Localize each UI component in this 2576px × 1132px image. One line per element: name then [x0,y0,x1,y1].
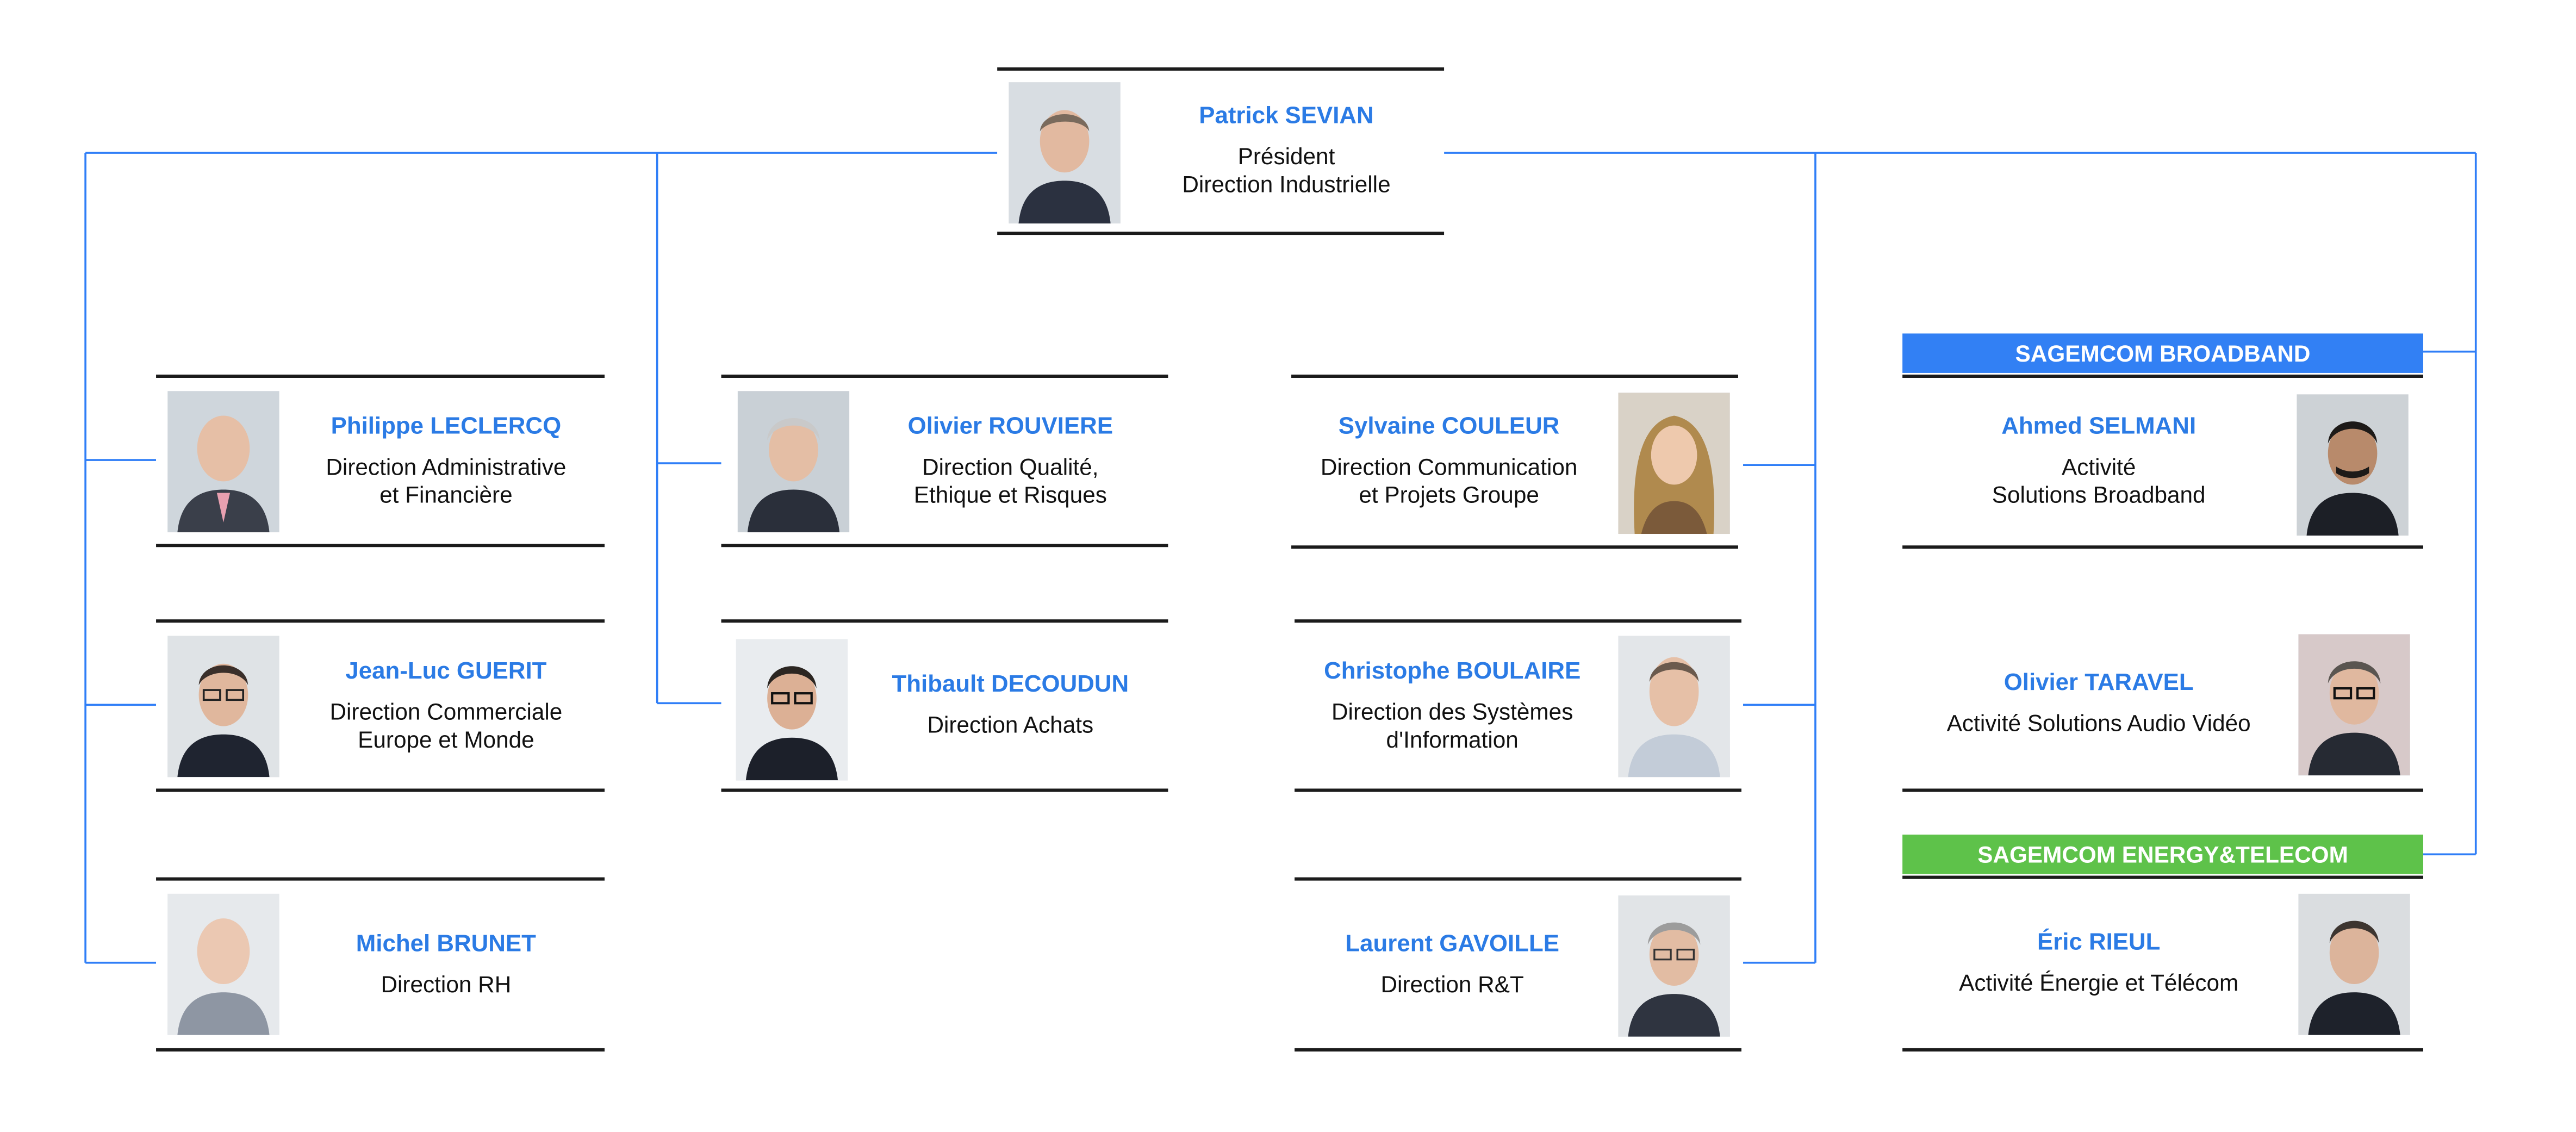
card-boulaire: Christophe BOULAIRE Direction des Systèm… [1295,619,1742,792]
person-role: Direction Commerciale [329,697,563,724]
person-role: et Projets Groupe [1359,481,1539,508]
person-role: Solutions Broadband [1992,481,2206,508]
card-decoudun: Thibault DECOUDUN Direction Achats [721,619,1168,792]
portrait-photo [2298,893,2410,1035]
portrait-photo [167,893,279,1035]
portrait-photo [2298,634,2410,776]
portrait-photo [737,391,850,533]
person-role: et Financière [379,480,513,507]
person-name: Michel BRUNET [356,930,536,957]
person-role: Direction Qualité, [922,452,1099,479]
portrait-photo [736,639,848,781]
person-role: Europe et Monde [358,725,534,752]
portrait-photo [1618,393,1730,534]
portrait-photo [1618,895,1730,1037]
person-role: Ethique et Risques [913,480,1107,507]
person-name: Philippe LECLERCQ [331,413,562,440]
card-brunet: Michel BRUNET Direction RH [156,877,605,1052]
person-role: d'Information [1386,725,1519,752]
person-name: Laurent GAVOILLE [1345,930,1559,957]
person-role: Direction Industrielle [1182,171,1391,197]
person-name: Christophe BOULAIRE [1324,658,1581,685]
person-role: Activité [2062,453,2136,480]
portrait-photo [167,636,279,778]
banner-sagemcom-broadband: SAGEMCOM BROADBAND [1902,333,2424,373]
card-president: Patrick SEVIAN Président Direction Indus… [997,67,1445,235]
card-taravel: Olivier TARAVEL Activité Solutions Audio… [1902,619,2424,792]
portrait-photo [1009,82,1121,223]
card-leclercq: Philippe LECLERCQ Direction Administrati… [156,374,605,548]
person-name: Jean-Luc GUERIT [345,658,547,685]
person-name: Olivier TARAVEL [2003,670,2194,697]
person-role: Direction Achats [927,711,1094,738]
portrait-photo [1618,636,1730,778]
person-role: Direction Administrative [326,452,567,479]
person-role: Direction R&T [1380,970,1524,997]
person-name: Ahmed SELMANI [2001,414,2197,440]
card-rieul: Éric RIEUL Activité Énergie et Télécom [1902,875,2424,1052]
person-name: Éric RIEUL [2037,930,2161,956]
person-name: Thibault DECOUDUN [892,671,1129,699]
person-name: Olivier ROUVIERE [907,413,1113,440]
card-couleur: Sylvaine COULEUR Direction Communication… [1291,374,1738,549]
person-role: Activité Solutions Audio Vidéo [1946,710,2251,736]
person-role: Direction Communication [1320,453,1578,480]
person-role: Direction des Systèmes [1331,697,1573,724]
card-selmani: Ahmed SELMANI Activité Solutions Broadba… [1902,374,2424,549]
card-rouviere: Olivier ROUVIERE Direction Qualité, Ethi… [721,374,1168,548]
person-role: Activité Énergie et Télécom [1959,969,2239,996]
banner-sagemcom-energy-telecom: SAGEMCOM ENERGY&TELECOM [1902,835,2424,874]
person-name: Sylvaine COULEUR [1338,414,1560,440]
card-gavoille: Laurent GAVOILLE Direction R&T [1295,877,1742,1052]
portrait-photo [167,391,279,533]
person-role: Direction RH [381,970,512,997]
card-guerit: Jean-Luc GUERIT Direction Commerciale Eu… [156,619,605,792]
person-role: Président [1237,142,1335,170]
person-name: Patrick SEVIAN [1199,103,1374,130]
portrait-photo [2297,394,2409,536]
